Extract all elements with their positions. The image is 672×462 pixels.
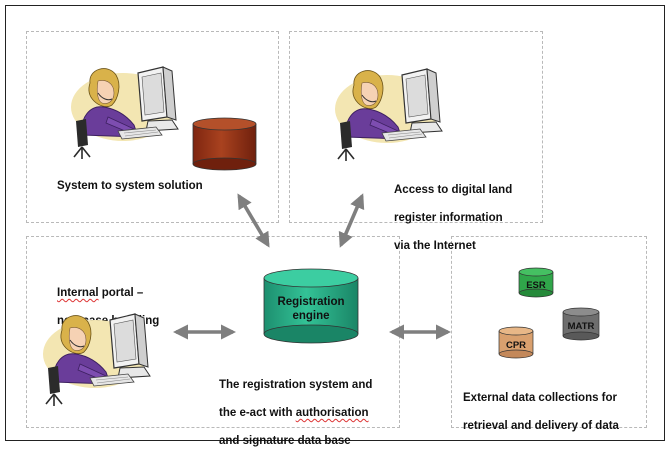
system-to-system-label: System to system solution (57, 180, 203, 192)
internet-access-line-1: Access to digital land (394, 184, 513, 196)
registration-caption: The registration system and the e-act wi… (219, 364, 372, 462)
internet-access-label: Access to digital land register informat… (394, 169, 512, 267)
internet-access-line-2: register information (394, 212, 503, 224)
engine-label-line-2: engine (292, 310, 329, 322)
arrow-top-right-to-engine (338, 193, 365, 248)
portal-head-word: Internal (57, 287, 99, 299)
portal-head-rest: portal – (98, 287, 144, 299)
panel-external-data (451, 236, 647, 428)
panel-internet-access (289, 31, 543, 223)
person-at-computer-icon (70, 66, 179, 160)
cpr-label: CPR (506, 340, 526, 351)
matr-label: MATR (568, 321, 595, 332)
database-cylinder-icon (192, 117, 257, 171)
external-data-label: External data collections for retrieval … (463, 377, 619, 447)
registration-engine-cylinder (263, 268, 359, 344)
external-data-line-1: External data collections for (463, 392, 618, 404)
panel-system-to-system (26, 31, 279, 223)
diagram-graphics: Registration engine ESR CPR MATR (42, 66, 600, 407)
matr-database-icon (562, 307, 600, 341)
cpr-database-icon (498, 326, 534, 359)
engine-label-line-1: Registration (277, 296, 344, 308)
arrow-top-left-to-engine (237, 193, 270, 248)
caption-line-3: and signature data base (219, 435, 351, 447)
person-at-computer-icon (334, 68, 443, 162)
external-data-line-2: retrieval and delivery of data (463, 420, 619, 432)
caption-line-2-authorisation: authorisation (295, 407, 369, 419)
caption-line-1: The registration system and (219, 379, 373, 391)
caption-line-2-start: the e-act with (219, 407, 296, 419)
person-at-computer-icon (42, 313, 151, 407)
esr-database-icon (518, 267, 554, 298)
esr-label: ESR (526, 280, 546, 291)
internet-access-line-3: via the Internet (394, 240, 476, 252)
